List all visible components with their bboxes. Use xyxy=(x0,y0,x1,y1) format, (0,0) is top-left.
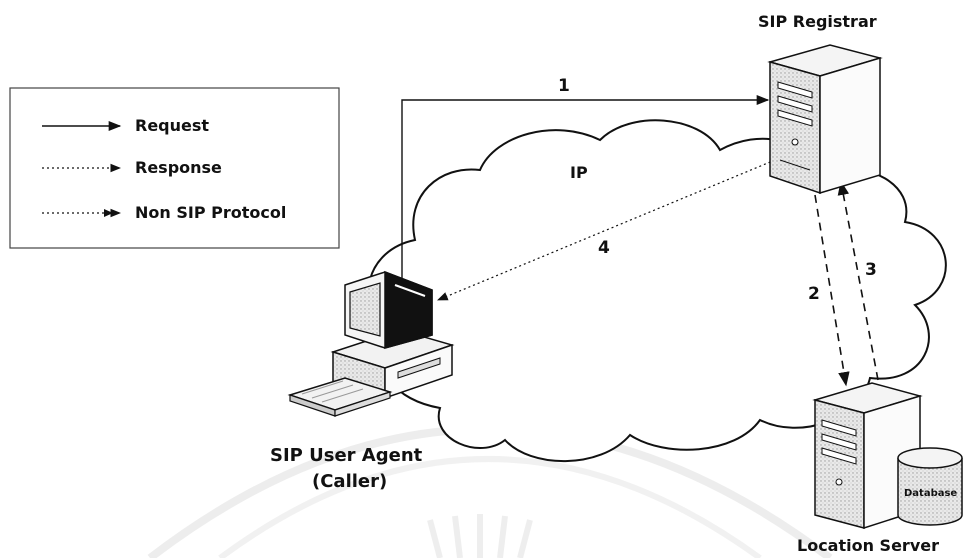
sip-user-agent-label-line1: SIP User Agent xyxy=(270,445,423,466)
server-tower-icon xyxy=(767,44,883,195)
legend: Request Response Non SIP Protocol xyxy=(9,87,340,249)
legend-request-label: Request xyxy=(135,116,209,135)
flow-2-arrow xyxy=(814,194,850,387)
network-label: IP xyxy=(570,163,588,182)
watermark xyxy=(147,425,833,558)
legend-box xyxy=(9,87,340,249)
flow-1-arrow xyxy=(401,94,770,302)
sip-registrar-label: SIP Registrar xyxy=(758,12,877,31)
desktop-computer-icon xyxy=(287,270,455,417)
server-tower-icon xyxy=(812,382,923,530)
flow-3-label: 3 xyxy=(865,260,877,280)
flow-4-arrow xyxy=(437,159,776,301)
flow-2-label: 2 xyxy=(808,284,820,304)
legend-non-sip-label: Non SIP Protocol xyxy=(135,203,286,222)
legend-non-sip-second-head xyxy=(104,209,113,217)
legend-response-label: Response xyxy=(135,158,222,177)
flow-1-label: 1 xyxy=(558,76,570,96)
database-cylinder-icon: Database xyxy=(897,447,963,526)
sip-registrar-node: SIP Registrar xyxy=(758,12,883,195)
database-label: Database xyxy=(904,488,957,499)
location-server-node: Database Location Server xyxy=(797,382,963,555)
ip-network-cloud xyxy=(367,119,947,463)
flow-4-label: 4 xyxy=(598,238,610,258)
sip-user-agent-label-line2: (Caller) xyxy=(312,471,387,492)
location-server-label: Location Server xyxy=(797,536,939,555)
sip-user-agent-node: SIP User Agent (Caller) xyxy=(270,270,455,492)
flow-3-arrow xyxy=(837,180,879,381)
